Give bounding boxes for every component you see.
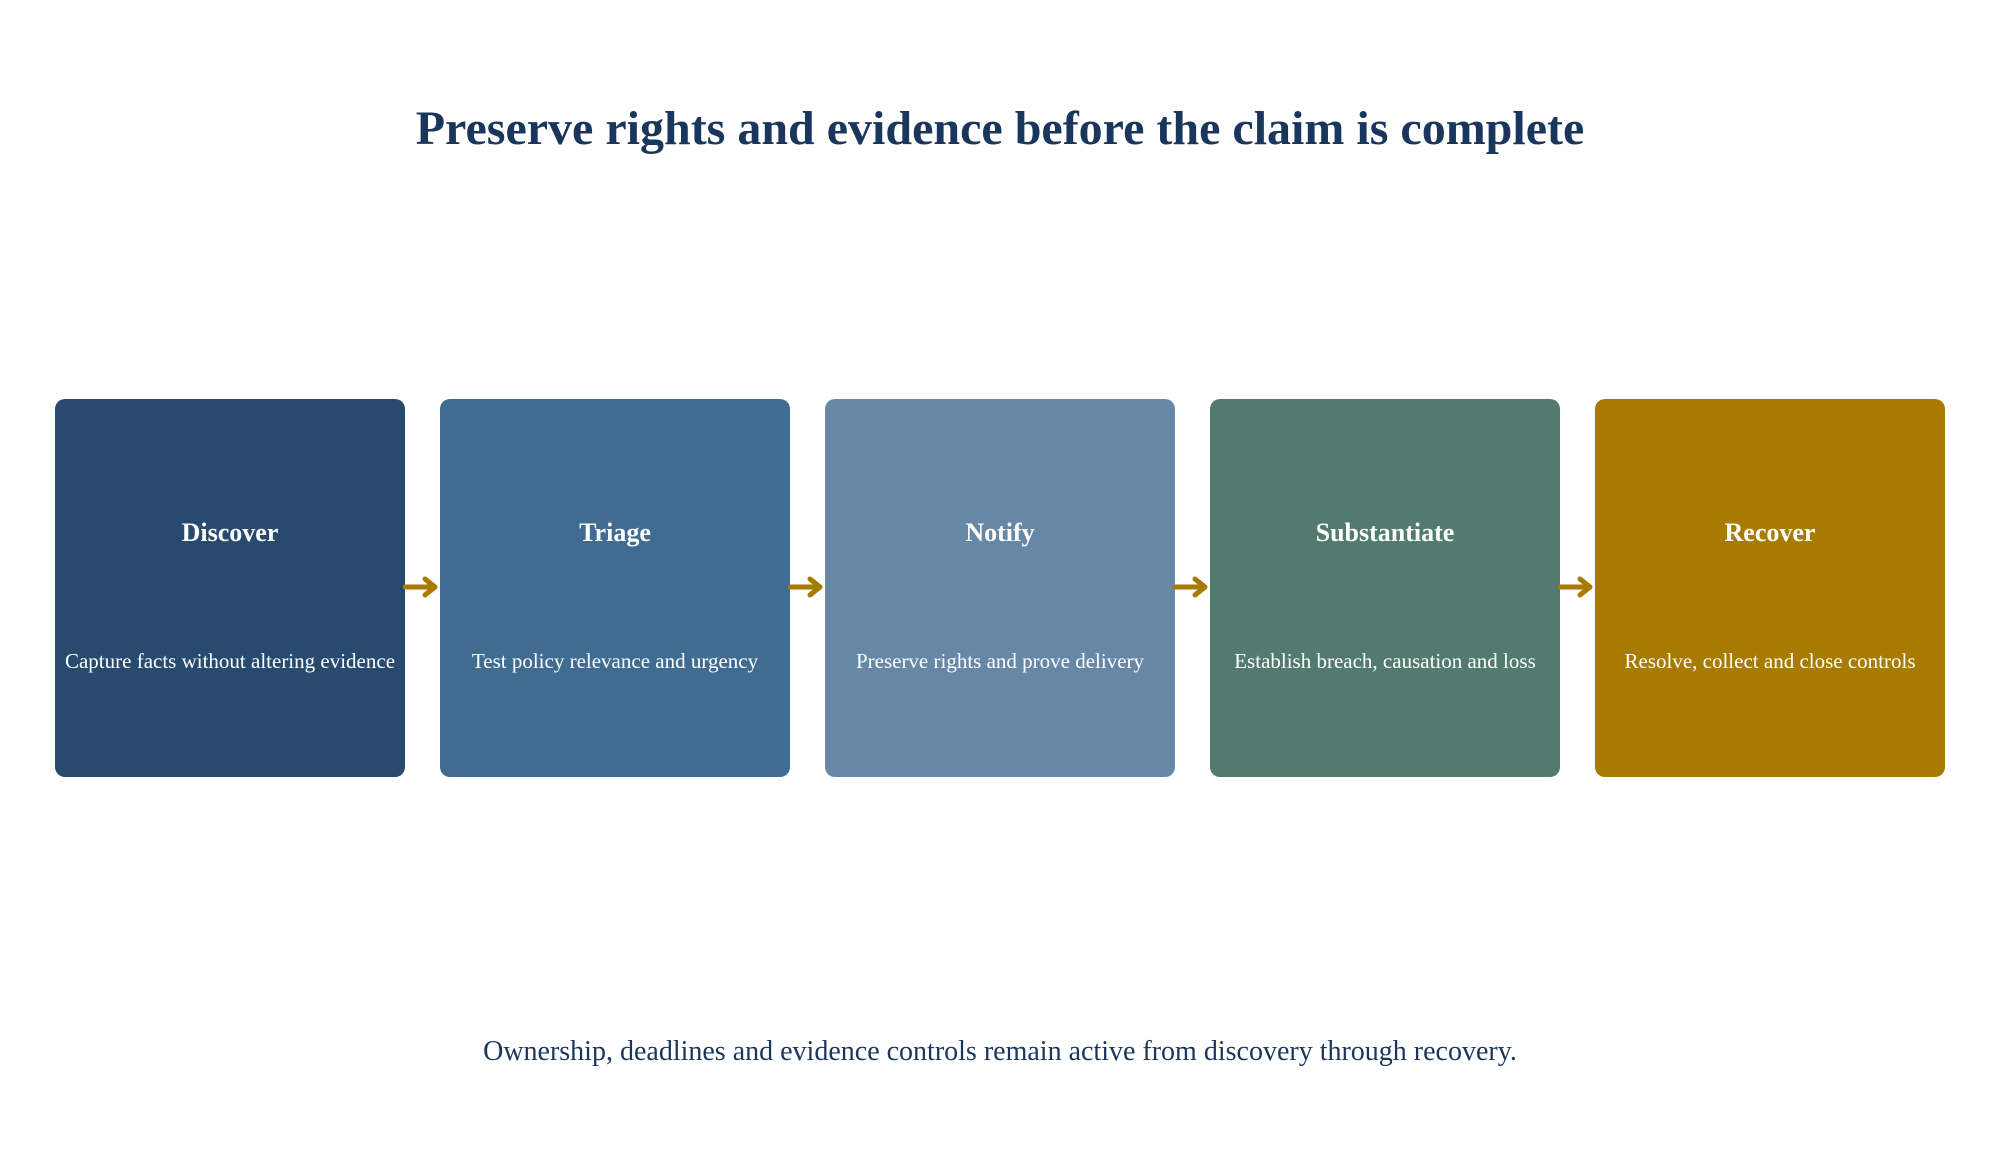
step-substantiate: Substantiate Establish breach, causation… <box>1210 399 1560 777</box>
arrow-right-icon <box>403 576 438 598</box>
step-title: Substantiate <box>1315 518 1455 547</box>
step-description: Capture facts without altering evidence <box>64 649 396 673</box>
step-description: Establish breach, causation and loss <box>1234 649 1536 673</box>
step-recover: Recover Resolve, collect and close contr… <box>1595 399 1945 777</box>
step-discover: Discover Capture facts without altering … <box>55 399 405 777</box>
step-title: Notify <box>965 518 1035 547</box>
step-description: Preserve rights and prove delivery <box>855 649 1145 673</box>
step-triage: Triage Test policy relevance and urgency <box>440 399 790 777</box>
step-notify: Notify Preserve rights and prove deliver… <box>825 399 1175 777</box>
arrow-right-icon <box>1173 576 1208 598</box>
footer-note: Ownership, deadlines and evidence contro… <box>483 1036 1517 1067</box>
page-title: Preserve rights and evidence before the … <box>415 102 1585 155</box>
step-title: Discover <box>181 518 279 547</box>
step-title: Triage <box>579 518 651 547</box>
arrow-right-icon <box>788 576 823 598</box>
arrow-right-icon <box>1558 576 1593 598</box>
step-description: Test policy relevance and urgency <box>471 649 759 673</box>
step-description: Resolve, collect and close controls <box>1624 649 1916 673</box>
step-title: Recover <box>1724 518 1816 547</box>
